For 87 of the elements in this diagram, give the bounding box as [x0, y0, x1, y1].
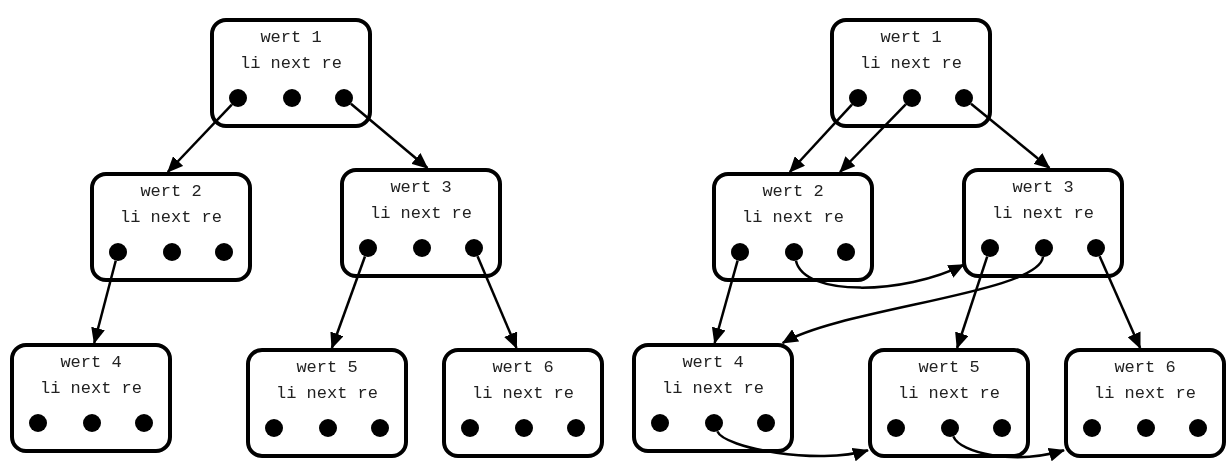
pointer-dot: [731, 243, 749, 261]
arrow: [166, 103, 233, 173]
arrow: [711, 260, 739, 344]
field-labels: li next re: [662, 379, 764, 399]
pointer-dot: [229, 89, 247, 107]
value-label: wert 2: [762, 182, 824, 202]
arrow: [839, 103, 907, 173]
pointer-dot: [1189, 419, 1207, 437]
field-labels: li next re: [742, 208, 844, 228]
pointer-dot: [135, 414, 153, 432]
node-box: [868, 348, 1030, 458]
pointer-dot: [981, 239, 999, 257]
field-labels: li next re: [240, 54, 342, 74]
arrow: [970, 102, 1051, 169]
value-label: wert 6: [492, 358, 554, 378]
value-label: wert 3: [390, 178, 452, 198]
pointer-dot: [335, 89, 353, 107]
pointer-dot: [757, 414, 775, 432]
pointer-dot: [567, 419, 585, 437]
field-labels: li next re: [992, 204, 1094, 224]
field-labels: li next re: [276, 384, 378, 404]
arrow: [350, 102, 429, 169]
pointer-dot: [651, 414, 669, 432]
pointer-dot: [109, 243, 127, 261]
field-labels: li next re: [370, 204, 472, 224]
pointer-dot: [465, 239, 483, 257]
pointer-dot: [785, 243, 803, 261]
pointer-dot: [515, 419, 533, 437]
pointer-dot: [83, 414, 101, 432]
pointer-dot: [1137, 419, 1155, 437]
field-labels: li next re: [860, 54, 962, 74]
pointer-dot: [993, 419, 1011, 437]
field-labels: li next re: [120, 208, 222, 228]
arrow: [1098, 255, 1142, 349]
pointer-dot: [705, 414, 723, 432]
pointer-dot: [941, 419, 959, 437]
arrow: [91, 260, 117, 344]
pointer-dot: [1035, 239, 1053, 257]
node-box: [246, 348, 408, 458]
value-label: wert 1: [260, 28, 322, 48]
pointer-dot: [413, 239, 431, 257]
value-label: wert 6: [1114, 358, 1176, 378]
arrow: [788, 103, 853, 173]
pointer-dot: [163, 243, 181, 261]
arrow: [330, 256, 367, 349]
field-labels: li next re: [898, 384, 1000, 404]
node-box: [442, 348, 604, 458]
node-box: [962, 168, 1124, 278]
pointer-dot: [371, 419, 389, 437]
node-box: [340, 168, 502, 278]
node-box: [1064, 348, 1226, 458]
pointer-dot: [887, 419, 905, 437]
pointer-dot: [837, 243, 855, 261]
arrow: [476, 255, 518, 349]
pointer-dot: [461, 419, 479, 437]
value-label: wert 1: [880, 28, 942, 48]
pointer-dot: [319, 419, 337, 437]
value-label: wert 5: [296, 358, 358, 378]
pointer-dot: [265, 419, 283, 437]
pointer-dot: [955, 89, 973, 107]
pointer-dot: [849, 89, 867, 107]
arrow: [952, 435, 1065, 461]
node-box: [210, 18, 372, 128]
pointer-dot: [29, 414, 47, 432]
pointer-dot: [903, 89, 921, 107]
value-label: wert 3: [1012, 178, 1074, 198]
pointer-dot: [1083, 419, 1101, 437]
pointer-dot: [1087, 239, 1105, 257]
field-labels: li next re: [1094, 384, 1196, 404]
pointer-dot: [283, 89, 301, 107]
node-box: [632, 343, 794, 453]
arrow: [716, 430, 869, 461]
node-box: [830, 18, 992, 128]
arrow: [781, 256, 1045, 345]
pointer-dot: [359, 239, 377, 257]
node-box: [10, 343, 172, 453]
field-labels: li next re: [40, 379, 142, 399]
node-box: [90, 172, 252, 282]
field-labels: li next re: [472, 384, 574, 404]
pointer-dot: [215, 243, 233, 261]
value-label: wert 4: [60, 353, 122, 373]
node-box: [712, 172, 874, 282]
value-label: wert 2: [140, 182, 202, 202]
value-label: wert 5: [918, 358, 980, 378]
arrow: [794, 260, 965, 289]
arrow: [955, 256, 989, 349]
value-label: wert 4: [682, 353, 744, 373]
